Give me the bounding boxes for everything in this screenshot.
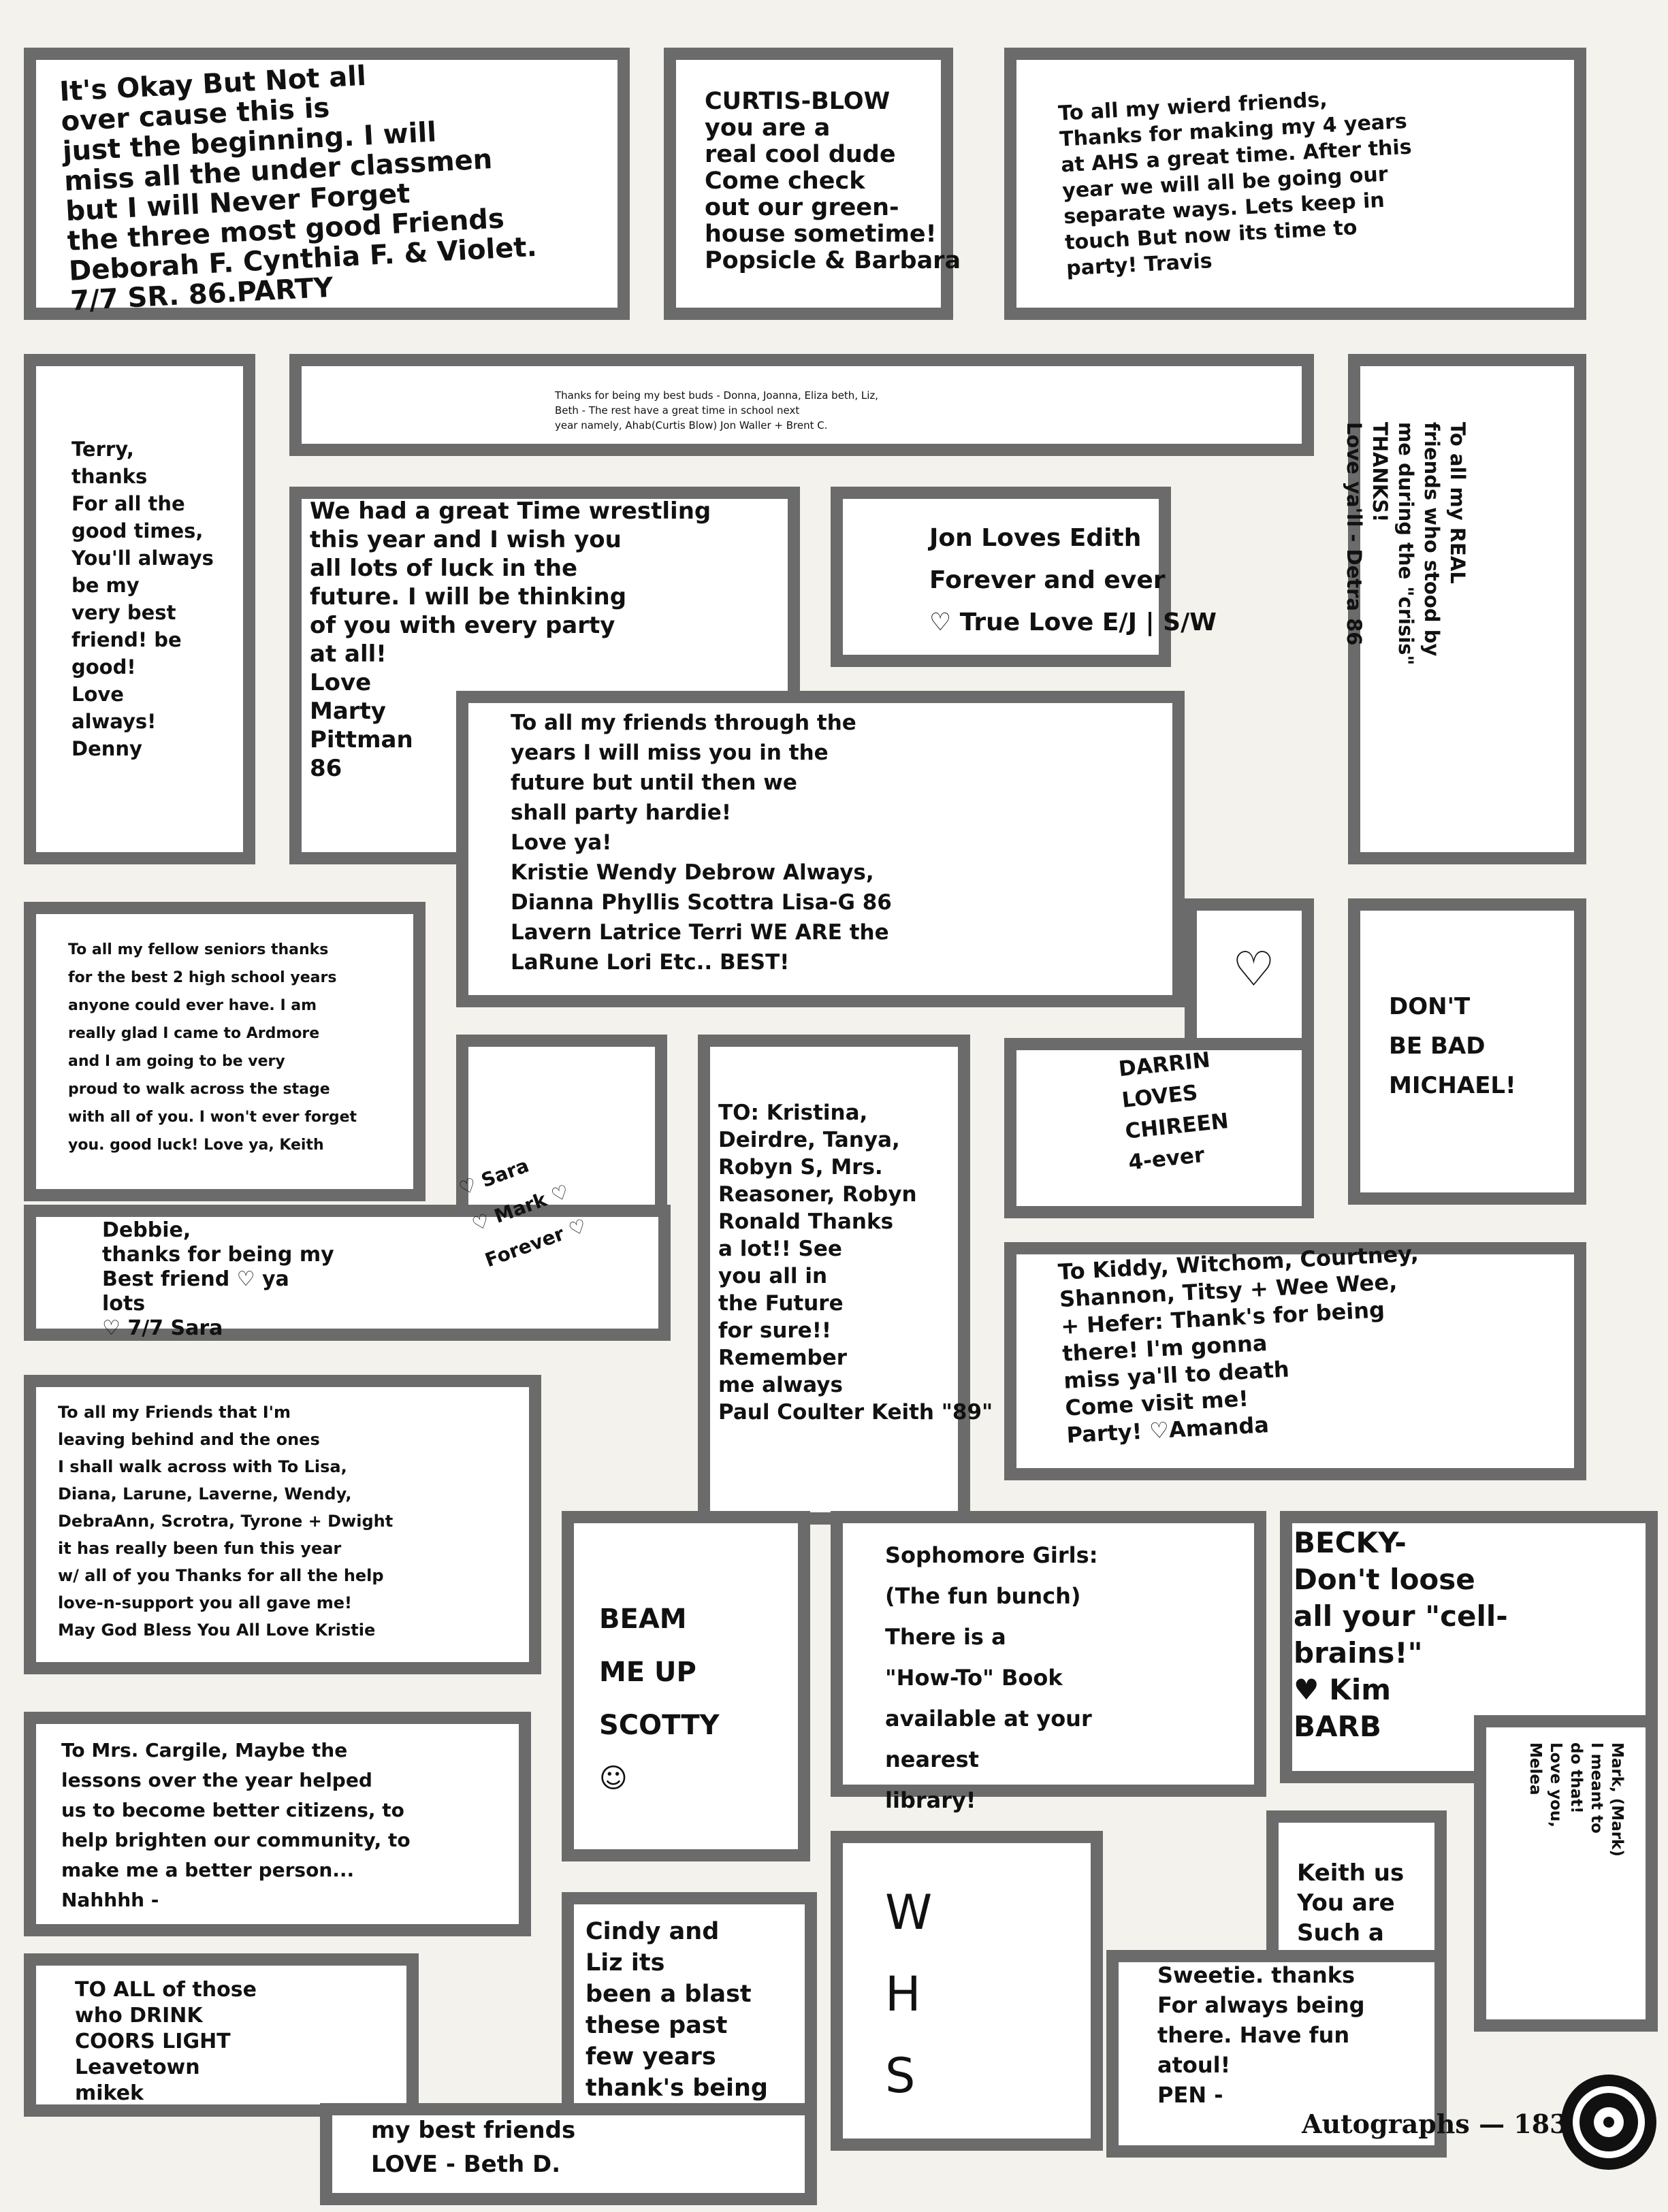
footer-dash: — [1479,2109,1505,2139]
note-whs: W H S [885,1885,933,2104]
autograph-frame-29 [1106,1950,1447,2158]
note-coors-light: TO ALL of those who DRINK COORS LIGHT Le… [75,1978,257,2105]
note-sophomore-girls: Sophomore Girls: (The fun bunch) There i… [885,1542,1098,1813]
note-beth-d: my best friends LOVE - Beth D. [371,2117,576,2178]
note-dont-be-bad-michael: DON'T BE BAD MICHAEL! [1389,993,1516,1099]
note-darrin-loves-chireen: DARRIN LOVES CHIREEN 4-ever [1117,1047,1230,1175]
note-kristie-walk-across: To all my Friends that I'm leaving behin… [58,1403,394,1640]
note-travis: To all my wierd friends, Thanks for maki… [1057,87,1413,281]
autograph-frame-2 [664,48,953,320]
autograph-frame-9 [456,691,1185,1007]
autograph-frame-26 [24,1953,419,2117]
note-curtis-blow: CURTIS-BLOW you are a real cool dude Com… [705,88,961,274]
note-melea: Mark, (Mark) I meant to do that! Love yo… [1526,1742,1626,1857]
page-footer: Autographs — 183 [1302,2109,1568,2139]
note-becky: BECKY- Don't loose all your "cell- brain… [1294,1526,1508,1743]
heart-doodle: ♡ [1232,941,1275,997]
note-cindy-and-liz: Cindy and Liz its been a blast these pas… [586,1918,768,2102]
note-keith-seniors: To all my fellow seniors thanks for the … [68,941,357,1154]
note-jon-loves-edith: Jon Loves Edith Forever and ever ♡ True … [929,524,1217,636]
note-detra: To all my REAL friends who stood by me d… [1343,422,1469,666]
autograph-frame-3 [1004,48,1586,320]
autograph-frame-28 [320,2103,817,2205]
note-amanda: To Kiddy, Witchom, Courtney, Shannon, Ti… [1057,1240,1420,1448]
autograph-frame-20 [831,1511,1266,1797]
autograph-frame-19 [562,1511,810,1861]
autograph-frame-5 [24,354,255,864]
footer-section-title: Autographs [1302,2109,1470,2139]
note-keith-us: Keith us You are Such a [1297,1859,1405,1947]
autograph-frame-24 [1474,1715,1658,2032]
note-mrs-cargile: To Mrs. Cargile, Maybe the lessons over … [61,1739,411,1911]
note-debbie-sara: Debbie, thanks for being my Best friend … [102,1218,334,1340]
autograph-frame-10 [24,902,426,1201]
record-icon [1561,2075,1656,2170]
note-deborah-cynthia-violet: It's Okay But Not all over cause this is… [59,60,538,317]
note-best-buds: Thanks for being my best buds - Donna, J… [555,389,879,432]
autograph-frame-13 [1004,1038,1314,1218]
autograph-frame-16 [24,1205,671,1341]
autograph-frame-22 [24,1712,531,1936]
autograph-frame-4 [289,354,1314,456]
autograph-frame-25 [1266,1810,1447,1974]
note-paul-coulter: TO: Kristina, Deirdre, Tanya, Robyn S, M… [718,1101,993,1425]
note-kristie-friends: To all my friends through the years I wi… [511,711,892,975]
autograph-frame-1 [24,48,630,320]
autograph-frame-23 [831,1831,1103,2151]
note-terry: Terry, thanks For all the good times, Yo… [71,438,214,760]
note-marty-pittman: We had a great Time wrestling this year … [310,498,711,782]
autograph-frame-12 [1348,898,1586,1205]
note-beam-me-up-scotty: BEAM ME UP SCOTTY ☺ [599,1604,720,1794]
note-sweetie-pen: Sweetie. thanks For always being there. … [1157,1962,1365,2108]
autograph-frame-18 [24,1375,541,1674]
autograph-frame-7 [831,487,1171,667]
autograph-frame-8 [1348,354,1586,864]
autograph-frame-17 [1004,1242,1586,1480]
page-number: 183 [1513,2109,1568,2139]
